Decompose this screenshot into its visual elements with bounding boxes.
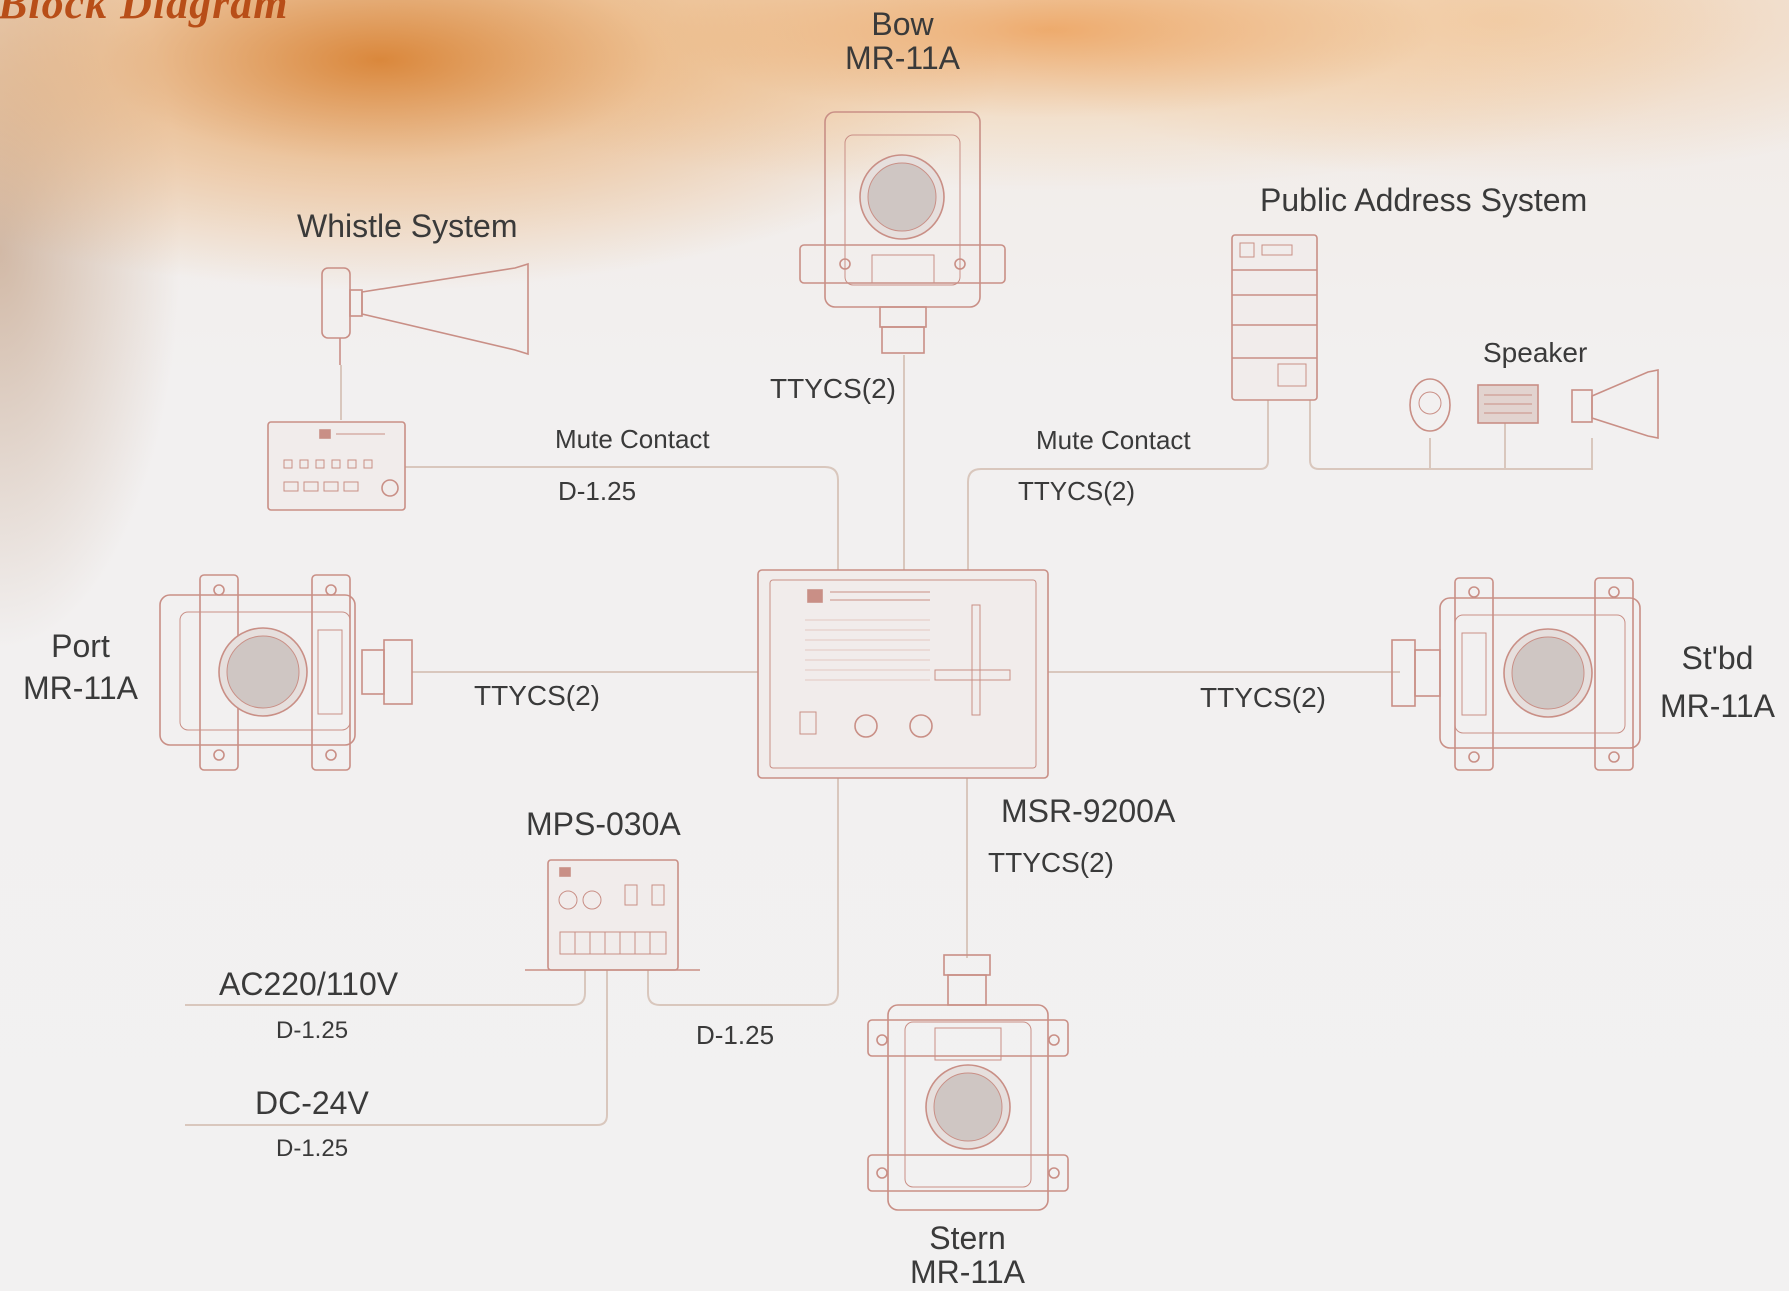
port-model: MR-11A bbox=[23, 669, 138, 706]
stern-model: MR-11A bbox=[910, 1253, 1025, 1290]
speaker-group bbox=[1409, 369, 1659, 439]
whistle-mute-label: Mute Contact bbox=[555, 424, 710, 454]
wire-speakers bbox=[1309, 395, 1593, 470]
dc-cable-label: D-1.25 bbox=[276, 1135, 349, 1162]
wire-psu-controller bbox=[647, 775, 839, 1006]
speaker-label: Speaker bbox=[1483, 337, 1588, 368]
pa-cable-label: TTYCS(2) bbox=[1018, 476, 1135, 506]
port-microphone-unit bbox=[159, 574, 413, 771]
page-title: Block Diagram bbox=[0, 0, 289, 28]
port-name: Port bbox=[51, 628, 110, 664]
stern-microphone-unit bbox=[867, 954, 1069, 1211]
ac-cable-label: D-1.25 bbox=[276, 1017, 349, 1044]
port-cable-label: TTYCS(2) bbox=[474, 680, 600, 711]
stbd-label: St'bd MR-11A bbox=[1650, 640, 1785, 724]
bow-microphone-unit bbox=[799, 111, 1006, 354]
bow-model: MR-11A bbox=[845, 39, 960, 76]
port-label: Port MR-11A bbox=[8, 628, 153, 706]
wire-pa-mute bbox=[967, 395, 1269, 572]
pa-mute-label: Mute Contact bbox=[1036, 425, 1191, 455]
wire-ac bbox=[185, 970, 586, 1006]
stern-name: Stern bbox=[929, 1220, 1006, 1256]
public-address-label: Public Address System bbox=[1260, 182, 1588, 218]
bow-cable-label: TTYCS(2) bbox=[770, 373, 896, 404]
stbd-microphone-unit bbox=[1391, 577, 1641, 771]
wire-dc bbox=[185, 970, 608, 1126]
stern-cable-label: TTYCS(2) bbox=[988, 847, 1114, 878]
stbd-cable-label: TTYCS(2) bbox=[1200, 682, 1326, 713]
whistle-cable-label: D-1.25 bbox=[558, 476, 637, 506]
whistle-controller bbox=[267, 421, 406, 511]
power-supply-unit bbox=[525, 859, 700, 971]
wiring bbox=[185, 355, 1593, 1126]
stbd-model: MR-11A bbox=[1660, 687, 1775, 724]
psu-cable-label: D-1.25 bbox=[696, 1020, 775, 1050]
controller-label: MSR-9200A bbox=[1001, 793, 1176, 829]
wire-whistle-mute bbox=[405, 466, 839, 572]
dc-input-label: DC-24V bbox=[255, 1085, 369, 1121]
public-address-rack bbox=[1231, 234, 1318, 401]
stbd-name: St'bd bbox=[1681, 640, 1754, 676]
controller-unit bbox=[757, 569, 1049, 779]
bow-label: Bow MR-11A bbox=[830, 6, 975, 76]
power-supply-label: MPS-030A bbox=[526, 806, 681, 842]
stern-label: Stern MR-11A bbox=[880, 1220, 1055, 1290]
bow-name: Bow bbox=[871, 6, 934, 42]
whistle-horn bbox=[321, 262, 529, 365]
ac-input-label: AC220/110V bbox=[219, 966, 399, 1002]
whistle-system-label: Whistle System bbox=[297, 208, 518, 244]
